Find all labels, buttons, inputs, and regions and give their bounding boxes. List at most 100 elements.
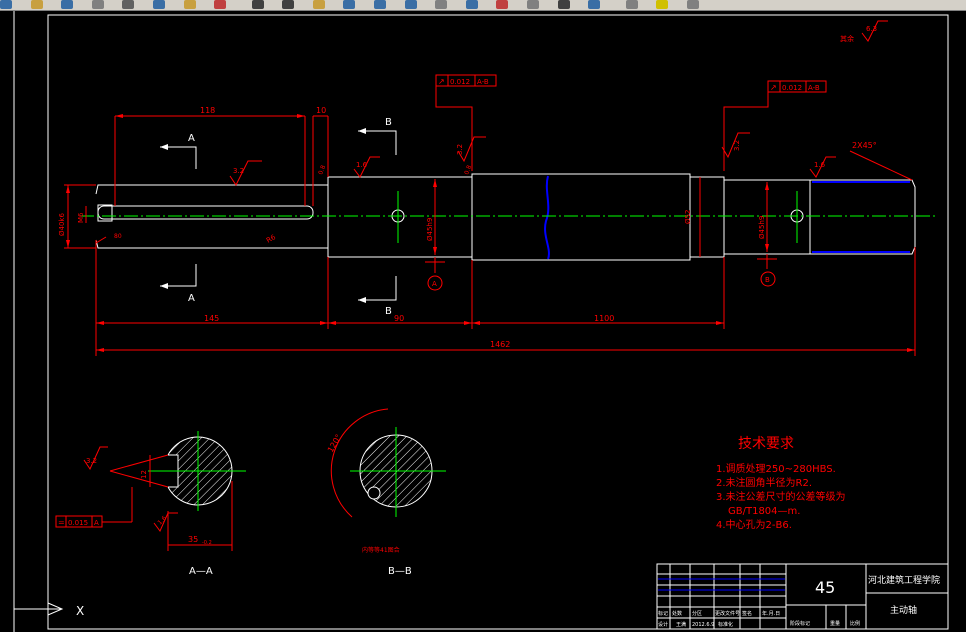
roughness-top-prefix: 其余 (840, 34, 854, 43)
tb-mark: 标记 (658, 610, 668, 617)
tolerance-section-symbol: = (58, 518, 65, 527)
tb-stage: 阶段标记 (790, 620, 810, 627)
tech-line-1: 1.调质处理250~280HBS. (716, 463, 836, 475)
dim-chamfer: 2X45° (852, 141, 877, 150)
dimension-lines (64, 75, 916, 356)
properties-icon[interactable] (435, 0, 448, 9)
zoom-realtime-icon[interactable] (343, 0, 356, 9)
dim-12: 12 (140, 470, 148, 479)
tech-line-3: 3.未注公差尺寸的公差等级为 (716, 490, 846, 503)
dim-1100: 1100 (594, 314, 614, 323)
datum-markers (425, 258, 777, 291)
roughness-8a: 0.8 (317, 164, 327, 176)
zoom-previous-icon[interactable] (404, 0, 417, 9)
section-arrows (160, 128, 366, 303)
title-block (656, 563, 949, 630)
dim-90: 90 (394, 314, 404, 323)
ucs-x-label: X (76, 604, 84, 618)
pan-icon[interactable] (312, 0, 325, 9)
dim-118: 118 (200, 106, 215, 115)
ucs-icon (14, 602, 64, 616)
roughness-32b: 3.2 (456, 144, 464, 155)
tolerance-left-symbol: ↗ (438, 77, 445, 86)
dim-keyw: 35 (188, 535, 198, 544)
open-icon[interactable] (30, 0, 43, 9)
tb-material: 45 (815, 578, 835, 597)
section-markers (160, 130, 397, 301)
layer-previous-icon[interactable] (686, 0, 699, 9)
tb-designer: 王满 (676, 621, 686, 628)
dim-keyw-tol: -0.2 (202, 540, 212, 546)
dim-dia40: Ø40k6 (58, 213, 66, 236)
roughness-8b: 0.8 (463, 164, 473, 176)
dimension-arrows (66, 114, 915, 352)
tb-date-hdr: 年.月.日 (762, 610, 780, 617)
tolerance-section-datum: A (94, 519, 99, 527)
new-icon[interactable] (0, 0, 12, 9)
section-b-bottom: B (385, 306, 392, 317)
dim-dia52: Ø52 (684, 210, 692, 224)
tech-title: 技术要求 (738, 436, 794, 452)
dim-145: 145 (204, 314, 219, 323)
tb-scale: 比例 (850, 620, 860, 627)
tb-part-name: 主动轴 (890, 604, 917, 616)
help-icon[interactable] (588, 0, 601, 9)
tb-weight: 重量 (830, 620, 840, 627)
section-b-top: B (385, 117, 392, 128)
dim-dia45b: Ø45h9 (758, 216, 766, 239)
markup-icon[interactable] (527, 0, 539, 9)
tb-change-doc: 更改文件号 (715, 610, 740, 617)
tolerance-right-symbol: ↗ (770, 83, 777, 92)
dim-1462: 1462 (490, 340, 510, 349)
note-bb: 内等等41图合 (362, 546, 400, 554)
print-icon[interactable] (91, 0, 104, 9)
section-view-bb (330, 408, 446, 518)
tb-design: 设计 (658, 621, 668, 628)
roughness-section-b: 1.6 (156, 515, 168, 527)
roughness-top-value: 6.3 (866, 25, 877, 33)
tolerance-frame-left (435, 74, 497, 87)
view-bb-label: B—B (388, 566, 412, 577)
drawing-canvas[interactable]: ↗ 0.012 A-B ↗ 0.012 A-B 118 10 145 90 11… (0, 11, 966, 632)
tolerance-frame-right (767, 80, 827, 93)
dim-dia45a: Ø45h9 (426, 218, 434, 241)
dim-m6: M6 (77, 212, 85, 223)
design-center-icon[interactable] (465, 0, 478, 9)
dim-10: 10 (316, 106, 326, 115)
tolerance-section-value: 0.015 (68, 519, 88, 527)
section-a-bottom: A (188, 293, 195, 304)
save-icon[interactable] (61, 0, 74, 9)
zoom-window-icon[interactable] (374, 0, 386, 9)
tolerance-left-datum: A-B (477, 78, 489, 86)
dim-r6: R6 (265, 233, 278, 245)
copy-icon[interactable] (153, 0, 165, 9)
tech-line-4: GB/T1804—m. (728, 506, 800, 517)
tb-school: 河北建筑工程学院 (868, 574, 940, 586)
shaft-outline (95, 173, 916, 261)
cut-icon[interactable] (122, 0, 135, 9)
paste-icon[interactable] (183, 0, 196, 9)
dim-angle: 120° (326, 433, 343, 454)
layer-icon[interactable] (625, 0, 638, 9)
datum-b-label: B (765, 276, 770, 284)
datum-a-label: A (432, 280, 437, 288)
tolerance-left-value: 0.012 (450, 78, 470, 86)
tolerance-right-datum: A-B (808, 84, 820, 92)
tb-count: 处数 (672, 610, 682, 617)
roughness-16b: 1.6 (814, 161, 826, 169)
roughness-32c: 3.2 (733, 140, 741, 151)
dim-r80: 80 (114, 233, 122, 240)
undo-icon[interactable] (251, 0, 264, 9)
tool-palette-icon[interactable] (496, 0, 509, 9)
tolerance-right-value: 0.012 (782, 84, 802, 92)
redo-icon[interactable] (282, 0, 295, 9)
roughness-16a: 1.6 (356, 161, 368, 169)
tb-date: 2012.6.9 (692, 622, 714, 628)
layer-state-icon[interactable] (656, 0, 669, 9)
calculator-icon[interactable] (557, 0, 570, 9)
title-block-blue-rows (658, 578, 785, 591)
tech-line-5: 4.中心孔为2-B6. (716, 518, 792, 531)
roughness-32a: 3.2 (233, 167, 244, 175)
match-icon[interactable] (214, 0, 227, 9)
section-view-aa (55, 431, 246, 551)
